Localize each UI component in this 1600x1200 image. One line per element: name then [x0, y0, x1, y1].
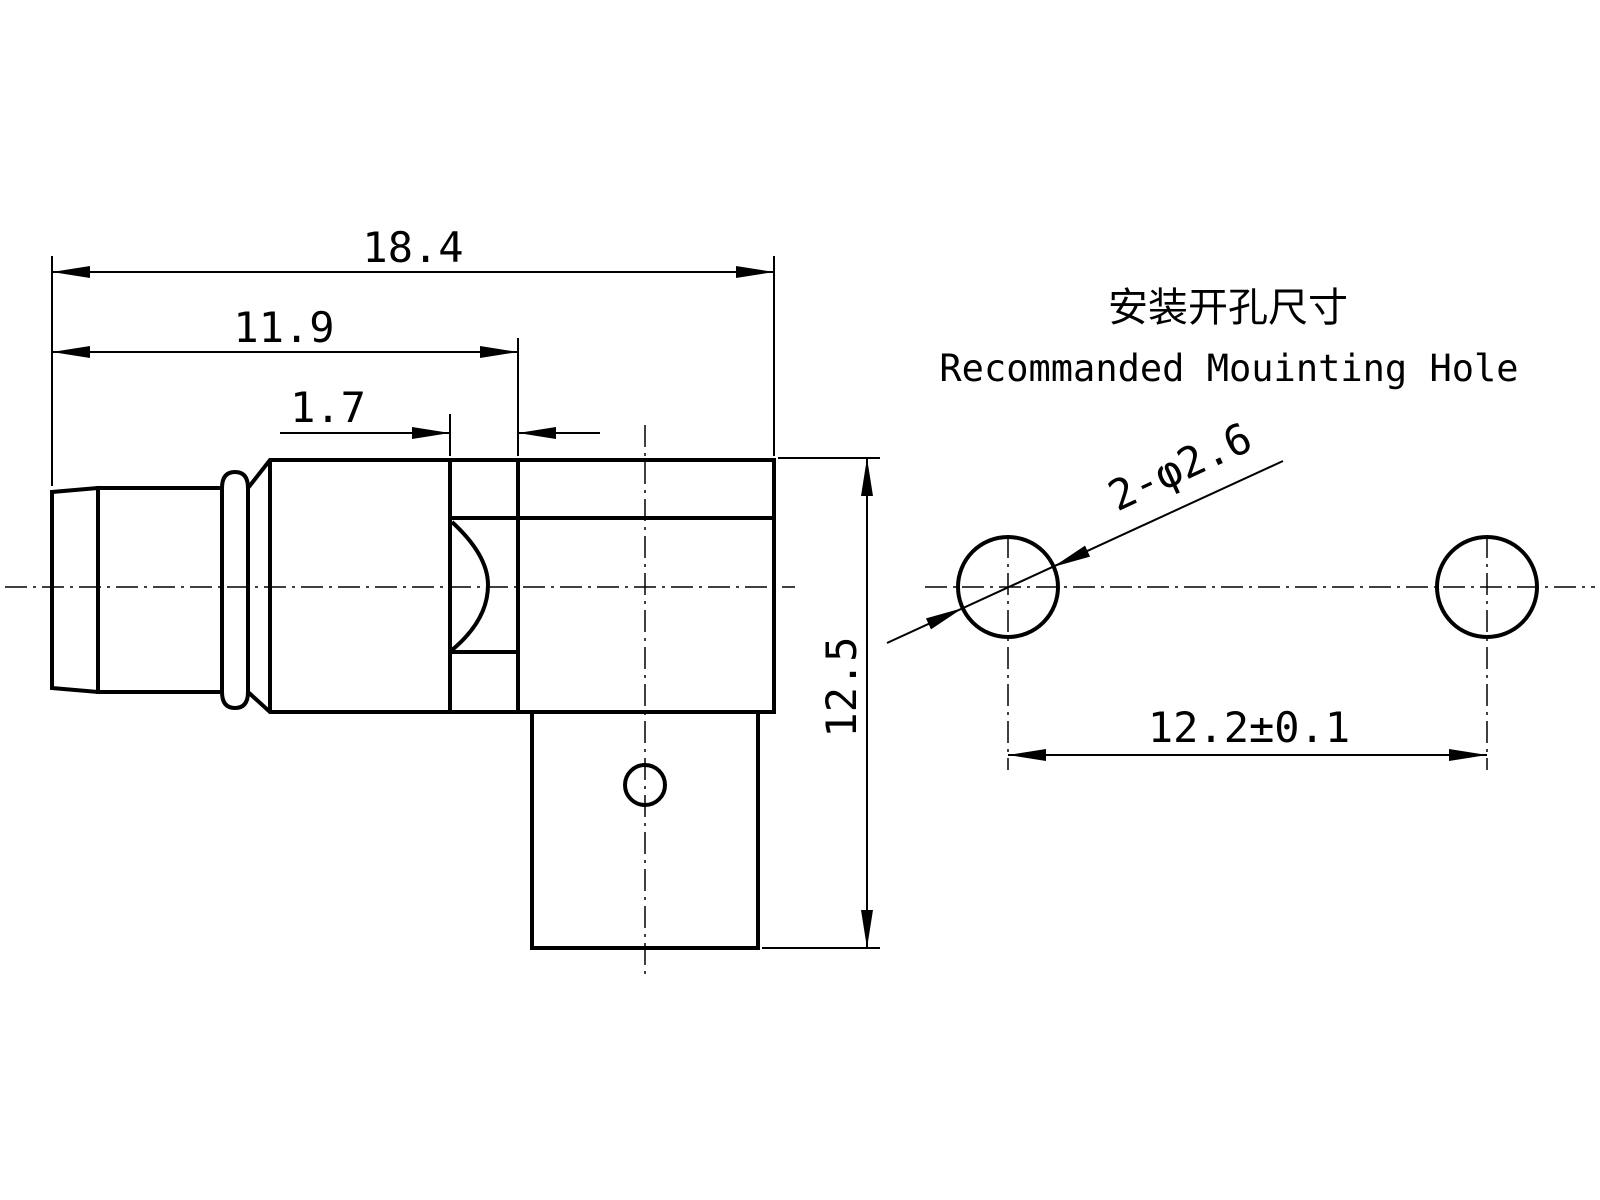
- connector-sleeve: [96, 486, 224, 694]
- dimension-label-18-4: 18.4: [362, 223, 463, 272]
- section-title-chinese: 安装开孔尺寸: [1108, 285, 1348, 331]
- connector-tip: [50, 485, 100, 695]
- dimension-hole-spacing: 12.2±0.1: [1008, 703, 1487, 761]
- dimension-label-11-9: 11.9: [233, 303, 334, 352]
- connector-side-view: [50, 458, 776, 950]
- dimension-label-hole-spacing: 12.2±0.1: [1148, 703, 1350, 752]
- flange-curve: [450, 520, 491, 652]
- dimension-hole-diameter: 2-φ2.6: [886, 413, 1284, 644]
- dimension-overall-length: 18.4: [51, 223, 775, 486]
- dimension-body-length: 11.9: [52, 303, 519, 456]
- dimension-flange-width: 1.7: [280, 383, 600, 456]
- connector-coupling-body: [246, 458, 452, 714]
- dimension-height: 12.5: [762, 457, 880, 949]
- connector-flange: [448, 458, 520, 714]
- dimension-label-1-7: 1.7: [290, 383, 366, 432]
- dimension-label-12-5: 12.5: [817, 636, 866, 737]
- connector-housing: [516, 458, 776, 714]
- mounting-holes: [956, 535, 1539, 770]
- connector-groove-ring: [220, 469, 250, 711]
- dimension-label-hole-diameter: 2-φ2.6: [1101, 413, 1259, 521]
- section-title-english: Recommanded Mouinting Hole: [939, 347, 1518, 390]
